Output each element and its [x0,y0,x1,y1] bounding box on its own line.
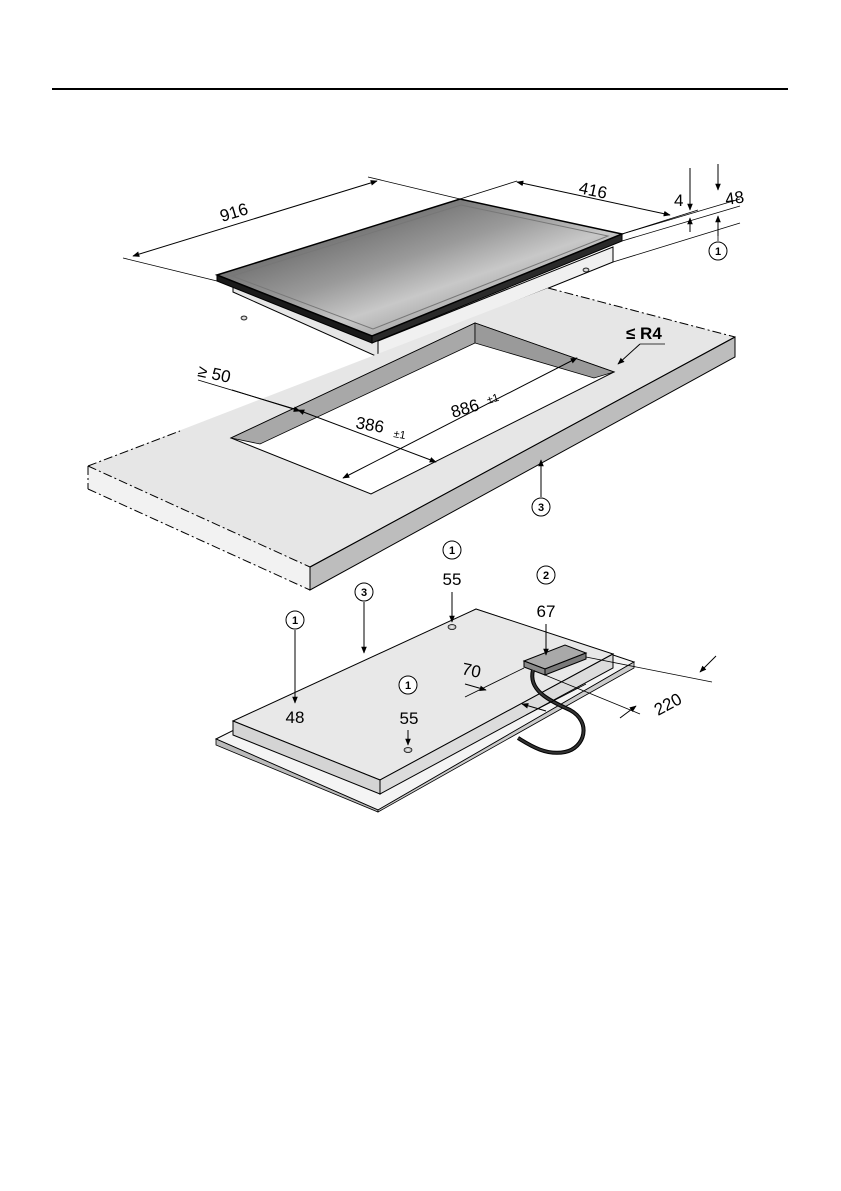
dim-label-55-front: 55 [400,709,419,728]
hob-underside [216,609,634,812]
callout-2-label: 2 [543,570,549,582]
callout-3-underside-label: 3 [361,587,367,599]
callout-side-48: 1 48 [286,611,305,727]
hob-screw-icon [241,316,247,320]
callout-3-worktop-label: 3 [538,502,544,514]
hob-screw-icon [583,268,589,272]
screw-front-icon [404,748,412,753]
dimension-height: 4 48 1 [613,164,745,262]
dim-label-55-rear: 55 [443,570,462,589]
dim-label-4: 4 [674,191,683,210]
dim-label-70: 70 [460,659,482,682]
callout-1-hob-label: 1 [715,246,721,258]
dim-label-386-tolerance: ±1 [392,428,406,442]
screw-rear-icon [448,625,456,630]
dim-label-radius: ≤ R4 [626,324,662,343]
dim-label-48-top: 48 [724,188,745,209]
dim-label-220: 220 [651,689,685,719]
dim-label-48-bottom: 48 [286,708,305,727]
callout-3-underside: 3 [355,583,373,653]
dim-label-416: 416 [577,178,609,202]
dim-label-min-50: ≥ 50 [196,361,232,386]
callout-screw-rear: 1 55 [443,541,462,622]
callout-1-left-label: 1 [292,615,298,627]
callout-3-worktop: 3 [532,460,550,516]
callout-1-rear-label: 1 [449,545,455,557]
dim-label-67: 67 [537,602,556,621]
callout-1-front-label: 1 [405,680,411,692]
